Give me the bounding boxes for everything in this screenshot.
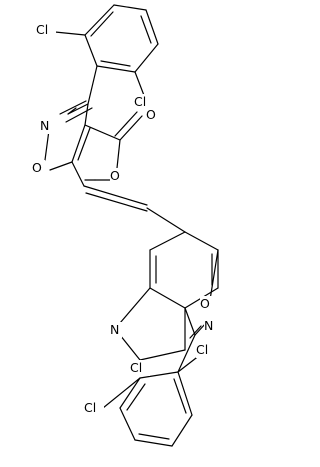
- atom-cl-bottom-right: Cl: [196, 342, 208, 357]
- atom-cl-bottom-left: Cl: [84, 400, 96, 415]
- atom-o-methoxy: O: [110, 168, 120, 183]
- atom-labels: Cl Cl N O O O O N N Cl Cl Cl: [32, 22, 216, 416]
- vinyl-linker: [71, 161, 186, 233]
- methyl-ester-group: [84, 111, 143, 181]
- atom-n-pyridine: N: [110, 322, 119, 337]
- atom-cl-top-right: Cl: [134, 94, 146, 109]
- atom-n-upper: N: [40, 118, 49, 133]
- atom-cl-top-left: Cl: [36, 22, 48, 37]
- atom-o-lower: O: [200, 296, 210, 311]
- top-chlorine-bonds: [54, 31, 146, 99]
- top-dichlorophenyl-ring: [84, 4, 159, 73]
- atom-cl-pyridine: Cl: [130, 360, 142, 375]
- lower-isoxazole-ring: [184, 249, 219, 339]
- molecule-structure: Cl Cl N O O O O N N Cl Cl Cl: [32, 4, 219, 447]
- upper-isoxazole-ring: [44, 65, 98, 171]
- atom-o-carbonyl: O: [146, 107, 156, 122]
- structure-canvas: Cl Cl N O O O O N N Cl Cl Cl: [32, 4, 219, 447]
- atom-o-upper: O: [32, 160, 42, 175]
- bottom-dichlorophenyl-ring: [119, 334, 196, 447]
- bottom-chlorine-bonds: [102, 354, 201, 409]
- atom-n-lower-ring: N: [204, 318, 213, 333]
